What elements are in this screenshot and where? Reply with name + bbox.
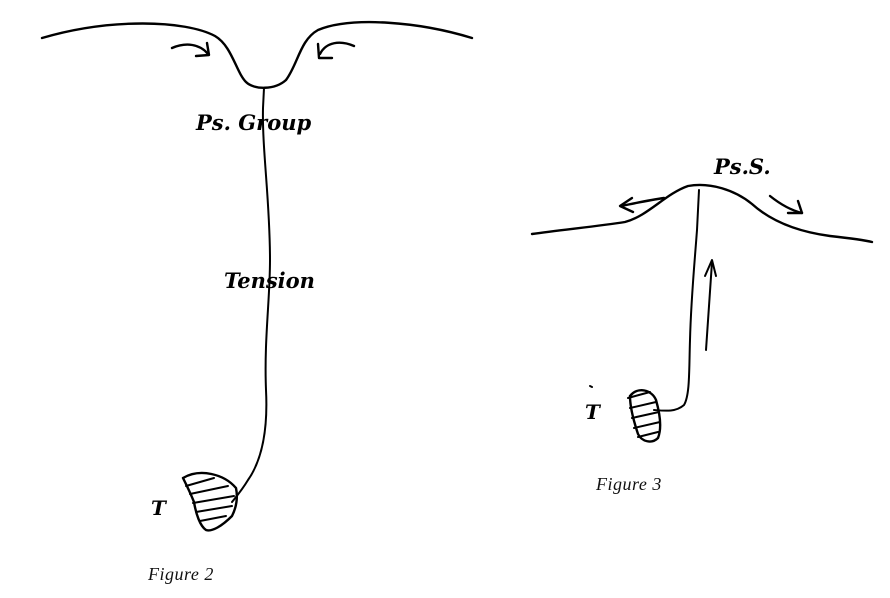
figure-2-drawing — [40, 20, 474, 532]
figure-2-right-arrowhead — [316, 42, 334, 60]
figure-3-label-t: T — [585, 400, 600, 424]
figure-3-surface-line — [530, 183, 874, 244]
figure-3-right-arrow — [768, 194, 804, 215]
figure-3-caption: Figure 3 — [596, 474, 662, 494]
figure-3-vertical-line — [653, 189, 700, 412]
figure-2-t-hatch-1 — [185, 477, 215, 487]
figure-2-label-t: T — [151, 496, 166, 520]
figure-3-t-hatch-4 — [633, 421, 661, 429]
figure-3-left-arrowhead — [618, 196, 635, 214]
figure-3-t-hatch-1 — [627, 391, 651, 399]
figure-3-label-ps-s: Ps.S. — [714, 154, 771, 179]
figure-3-drawing — [530, 183, 874, 443]
figure-2-label-tension: Tension — [224, 268, 315, 293]
figure-2-t-attachment — [181, 471, 238, 532]
figure-3-up-arrowhead — [704, 259, 717, 277]
figure-2-t-hatch-2 — [189, 485, 229, 495]
figure-2-left-arrow — [170, 43, 210, 56]
figure-2-caption: Figure 2 — [148, 564, 214, 584]
figure-3-t-attachment — [628, 389, 662, 443]
stray-mark — [589, 385, 593, 388]
figure-3-t-hatch-3 — [631, 411, 660, 419]
figure-2-label-ps-group: Ps. Group — [196, 110, 312, 135]
figure-3-up-arrow — [705, 261, 713, 351]
figure-3-right-arrowhead — [786, 199, 804, 215]
figure-2-tension-line — [231, 87, 271, 503]
figure-3-t-hatch-2 — [629, 401, 657, 409]
figure-2-right-arrow — [318, 41, 356, 56]
figure-2-t-hatch-5 — [199, 515, 227, 522]
figure-2-t-hatch-3 — [192, 495, 235, 504]
figure-2-t-hatch-4 — [195, 505, 233, 513]
figure-3-left-arrow — [619, 196, 666, 208]
figure-2-surface-line — [40, 20, 474, 89]
figure-2-left-arrowhead — [194, 41, 211, 58]
figure-3-t-hatch-5 — [637, 431, 659, 438]
